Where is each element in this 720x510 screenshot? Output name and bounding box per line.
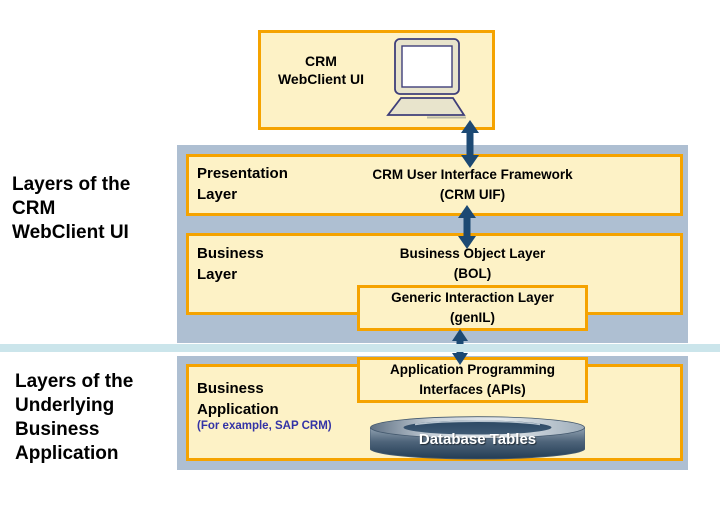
divider-band (0, 344, 720, 352)
label-line: Business (197, 380, 264, 397)
bol-line: Business Object Layer (399, 246, 546, 261)
label-line: Layer (197, 186, 238, 203)
crm-webclient-ui-title: CRM WebClient UI (265, 52, 377, 88)
genil-line: (genIL) (450, 310, 495, 325)
apis-line: Application Programming (389, 362, 555, 377)
caption-line: Application (15, 443, 119, 464)
caption-line: Underlying (15, 395, 115, 416)
caption-line: Business (15, 419, 100, 440)
ui-to-presentation-arrow-icon (461, 120, 479, 168)
crm-uif-text: CRM User Interface Framework (CRM UIF) (330, 165, 615, 205)
label-line: Layer (197, 266, 238, 283)
label-line: Presentation (197, 165, 288, 182)
presentation-layer-label: Presentation Layer (197, 163, 288, 205)
underlying-application-caption: Layers of the Underlying Business Applic… (15, 370, 185, 466)
webclient-layers-caption: Layers of the CRM WebClient UI (12, 173, 172, 245)
business-application-label: Business Application (197, 378, 279, 420)
bol-line: (BOL) (453, 266, 492, 281)
label-line: Application (197, 401, 279, 418)
database-cylinder-icon (370, 416, 585, 460)
label-line: Business (197, 245, 264, 262)
apis-line: Interfaces (APIs) (419, 382, 526, 397)
database-tables-label: Database Tables (418, 431, 537, 448)
genil-box: Generic Interaction Layer (genIL) (357, 285, 588, 331)
crm-uif-line: CRM User Interface Framework (372, 167, 573, 182)
apis-box: Application Programming Interfaces (APIs… (357, 357, 588, 403)
business-layer-label: Business Layer (197, 243, 264, 285)
caption-line: CRM (12, 198, 56, 219)
genil-line: Generic Interaction Layer (391, 290, 554, 305)
laptop-icon (386, 38, 466, 119)
title-line: CRM (305, 53, 337, 69)
caption-line: Layers of the (12, 174, 131, 195)
genil-text: Generic Interaction Layer (genIL) (391, 288, 554, 328)
apis-text: Application Programming Interfaces (APIs… (390, 360, 555, 400)
caption-line: WebClient UI (12, 222, 129, 243)
caption-line: Layers of the (15, 371, 134, 392)
business-application-subtitle: (For example, SAP CRM) (197, 420, 332, 432)
title-line: WebClient UI (277, 71, 365, 87)
crm-webclient-ui-box: CRM WebClient UI (258, 30, 495, 130)
crm-uif-line: (CRM UIF) (439, 187, 506, 202)
presentation-to-business-arrow-icon (458, 205, 476, 249)
bol-text: Business Object Layer (BOL) (330, 244, 615, 284)
presentation-layer-box: Presentation Layer (186, 154, 683, 216)
